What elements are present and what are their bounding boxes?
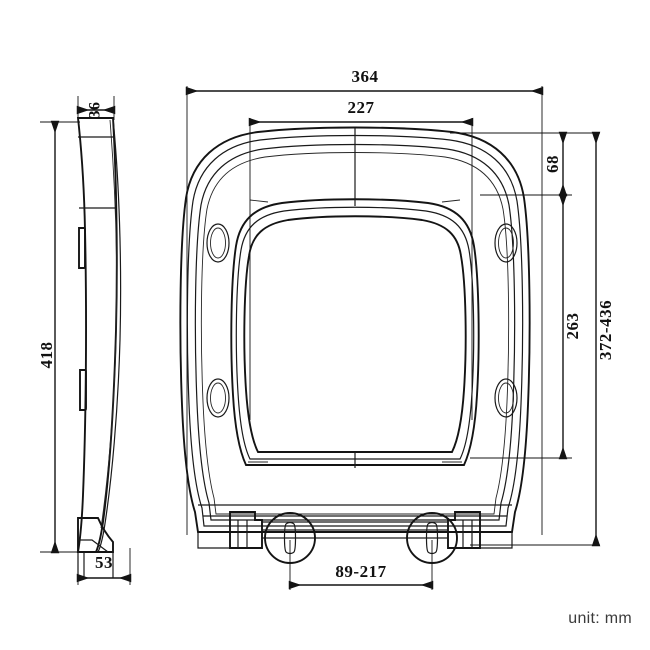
side-profile-view: 36 418 53 [37,96,132,585]
plan-top-view: 364 227 68 263 372-436 89-217 [179,67,615,590]
seat-contour-3 [194,143,516,521]
contour-tick-left-top [249,199,269,203]
bumper-pad-bottom-left-inner [210,382,226,414]
hinge-connecting-bar [262,521,448,539]
bumper-pad-bottom-right-inner [498,382,514,414]
side-profile-front-edge [97,117,122,553]
hinge-bracket-left [229,511,263,549]
seat-contour-4 [200,152,510,515]
contour-tick-right-top [441,199,461,203]
hinge-bracket-right-ribs [462,520,473,548]
bumper-pad-top-left [206,223,230,263]
dim-label-base-depth: 53 [95,553,113,572]
seat-contour-2 [186,134,524,527]
side-profile-base-wedge [77,517,114,553]
dim-label-hinge-spacing: 89-217 [335,562,386,581]
side-profile-outline [76,117,118,553]
side-bumper-pad-lower [79,369,87,411]
unit-note: unit: mm [568,610,632,627]
bumper-pad-bottom-left [206,378,230,418]
seat-inner-ring-mid [235,206,475,460]
dim-label-side-thickness: 36 [87,102,104,119]
bumper-pad-top-right [494,223,518,263]
hinge-bracket-left-ribs [237,520,248,548]
seat-inner-ring-outer [230,198,480,466]
side-profile-base-chamfer [78,539,109,553]
hinge-slot-right [425,521,439,555]
bumper-pads [206,223,518,418]
side-profile-front-edge-inner [100,119,118,529]
dim-label-inner-width: 227 [348,98,375,117]
hinge-bracket-right [447,511,481,549]
dim-label-inner-length: 263 [563,313,582,340]
hinge-skirt-right [480,532,513,549]
hinge-skirt-left [197,532,230,549]
bumper-pad-bottom-right [494,378,518,418]
side-bumper-pad-upper [78,227,86,269]
dim-label-overall-length-range: 372-436 [596,300,615,360]
bumper-pad-top-left-inner [210,227,226,259]
dim-label-top-offset: 68 [543,155,562,173]
hinge-slot-left [283,521,297,555]
dim-label-overall-width: 364 [352,67,379,86]
bumper-pad-top-right-inner [498,227,514,259]
dim-label-side-height: 418 [37,342,56,369]
seat-aperture [243,215,467,453]
